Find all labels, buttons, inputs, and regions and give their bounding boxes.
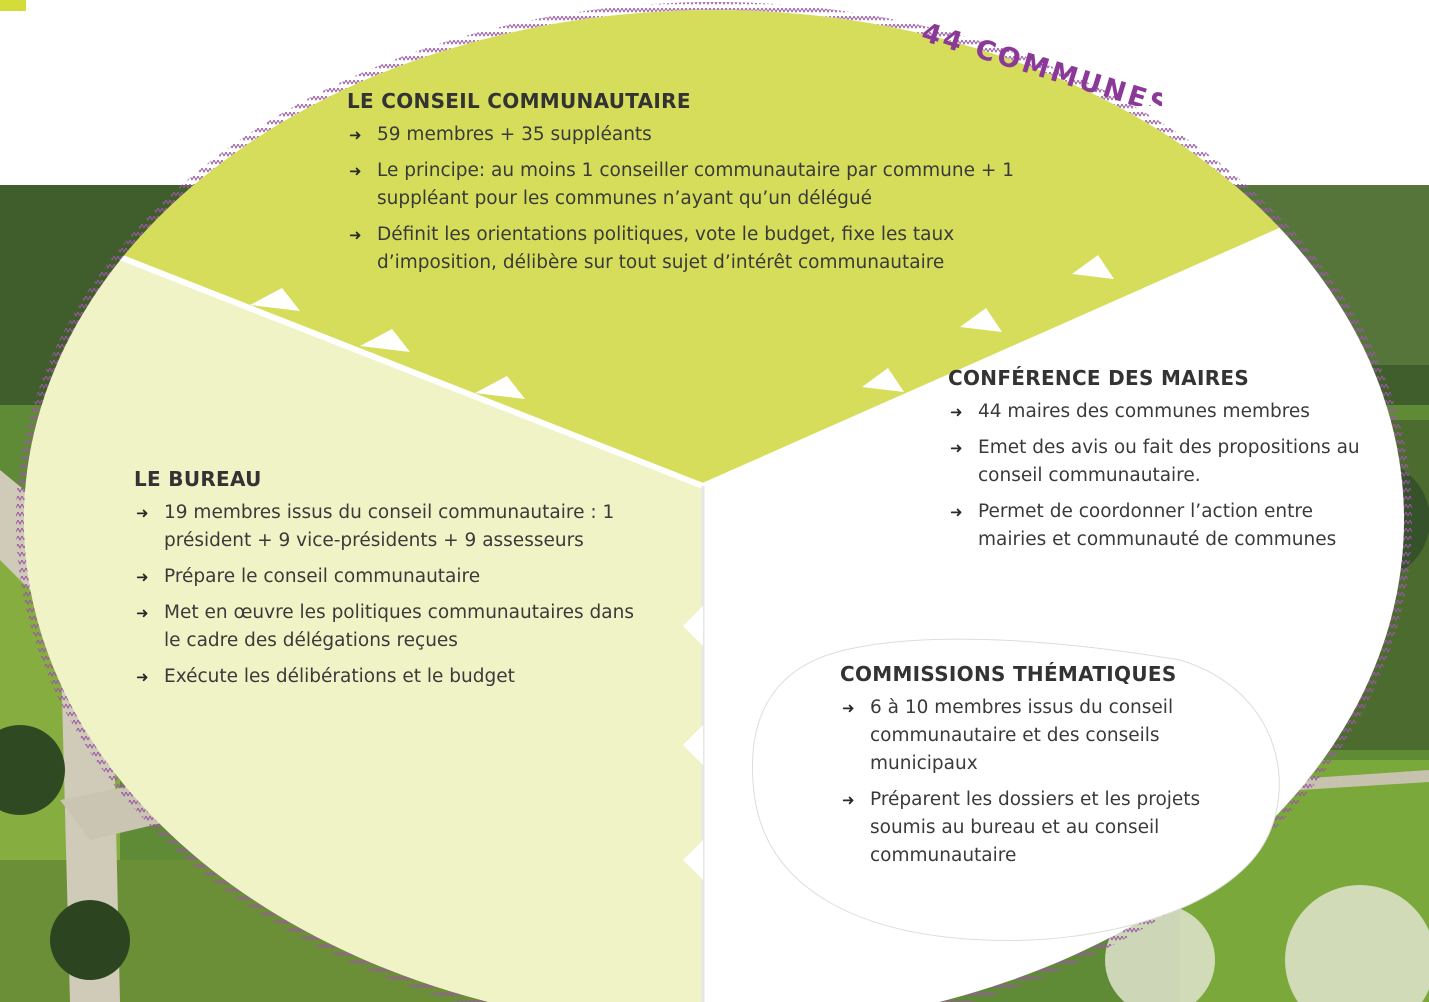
list-item: ➜44 maires des communes membres: [948, 398, 1378, 426]
arrow-icon: ➜: [136, 668, 149, 686]
list-item: ➜Met en œuvre les politiques communautai…: [134, 599, 654, 655]
list-item: ➜Exécute les délibérations et le budget: [134, 663, 654, 691]
arrow-icon: ➜: [950, 439, 963, 457]
list-item: ➜Préparent les dossiers et les projets s…: [840, 786, 1210, 870]
conseil-communautaire-block: LE CONSEIL COMMUNAUTAIRE ➜59 membres + 3…: [347, 89, 1037, 285]
bureau-list: ➜19 membres issus du conseil communautai…: [134, 499, 654, 691]
bureau-sector: [24, 210, 703, 1002]
list-item: ➜Permet de coordonner l’action entre mai…: [948, 498, 1378, 554]
arrow-icon: ➜: [950, 403, 963, 421]
commissions-title: COMMISSIONS THÉMATIQUES: [840, 662, 1177, 686]
commissions-thematiques-block: COMMISSIONS THÉMATIQUES ➜6 à 10 membres …: [840, 662, 1210, 878]
commissions-list: ➜6 à 10 membres issus du conseil communa…: [840, 694, 1210, 870]
list-item: ➜Définit les orientations politiques, vo…: [347, 221, 1037, 277]
arrow-icon: ➜: [842, 791, 855, 809]
list-item: ➜19 membres issus du conseil communautai…: [134, 499, 654, 555]
list-item: ➜Emet des avis ou fait des propositions …: [948, 434, 1378, 490]
conference-list: ➜44 maires des communes membres ➜Emet de…: [948, 398, 1378, 554]
conseil-title: LE CONSEIL COMMUNAUTAIRE: [347, 89, 691, 113]
list-item: ➜Le principe: au moins 1 conseiller comm…: [347, 157, 1037, 213]
conseil-list: ➜59 membres + 35 suppléants ➜Le principe…: [347, 121, 1037, 277]
communes-badge: 44 COMMUNES: [918, 17, 1162, 106]
commissions-bubble: [751, 638, 1280, 942]
arrow-icon: ➜: [136, 568, 149, 586]
arrow-icon: ➜: [136, 504, 149, 522]
corner-accent: [0, 0, 26, 11]
arrow-icon: ➜: [842, 699, 855, 717]
arrow-icon: ➜: [136, 604, 149, 622]
bureau-block: LE BUREAU ➜19 membres issus du conseil c…: [134, 467, 654, 699]
arrow-icon: ➜: [349, 126, 362, 144]
conference-des-maires-block: CONFÉRENCE DES MAIRES ➜44 maires des com…: [948, 366, 1378, 562]
conference-title: CONFÉRENCE DES MAIRES: [948, 366, 1250, 390]
list-item: ➜6 à 10 membres issus du conseil communa…: [840, 694, 1210, 778]
arrow-icon: ➜: [349, 226, 362, 244]
arrow-icon: ➜: [950, 503, 963, 521]
list-item: ➜59 membres + 35 suppléants: [347, 121, 1037, 149]
arrow-icon: ➜: [349, 162, 362, 180]
conseil-sector: [24, 10, 1404, 486]
bureau-title: LE BUREAU: [134, 467, 262, 491]
list-item: ➜Prépare le conseil communautaire: [134, 563, 654, 591]
